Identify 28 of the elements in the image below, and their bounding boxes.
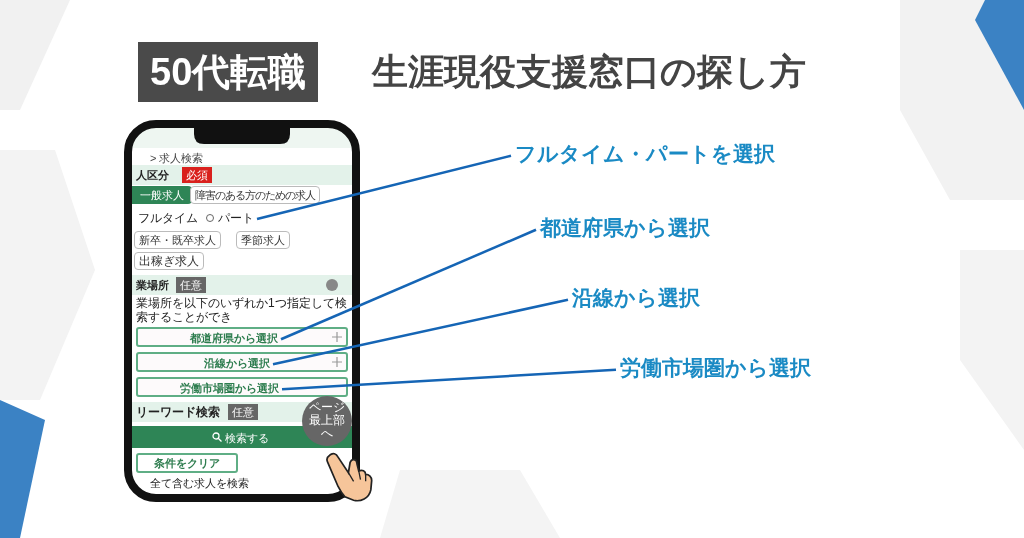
optional-badge: 任意 [228, 404, 258, 420]
button-label: 沿線から選択 [204, 355, 270, 372]
leader-line [256, 154, 512, 221]
section-heading: 人区分 [136, 168, 169, 183]
title: 生涯現役支援窓口の探し方 [372, 50, 806, 94]
option-chip: 季節求人 [236, 231, 290, 249]
callout-label: 労働市場圏から選択 [620, 352, 811, 384]
breadcrumb-text: > 求人検索 [150, 151, 204, 166]
button-label: 労働市場圏から選択 [180, 380, 279, 397]
button-text: 検索する [225, 431, 269, 446]
selected-option: 一般求人 [132, 186, 192, 204]
option-chip: 新卒・既卒求人 [134, 231, 221, 249]
option-chip: 出稼ぎ求人 [134, 252, 204, 270]
section-heading: 業場所 [136, 278, 169, 293]
radio-option-row: フルタイム パート [138, 209, 254, 227]
note-text: 業場所を以下のいずれか1つ指定して検索することができ [136, 296, 348, 324]
button-label: 都道府県から選択 [190, 330, 278, 347]
section-heading: リーワード検索 [136, 404, 220, 421]
callout-label: フルタイム・パートを選択 [515, 138, 775, 170]
title-tag: 50代転職 [138, 42, 319, 102]
optional-badge: 任意 [176, 277, 206, 293]
leader-line [280, 228, 537, 341]
callout-label: 沿線から選択 [572, 282, 700, 314]
option-chip: 障害のある方のための求人 [190, 186, 320, 204]
option-text: 全て含む求人を検索 [150, 476, 249, 491]
callout-label: 都道府県から選択 [540, 212, 710, 244]
required-badge: 必須 [182, 167, 212, 183]
clear-button: 条件をクリア [136, 453, 238, 473]
